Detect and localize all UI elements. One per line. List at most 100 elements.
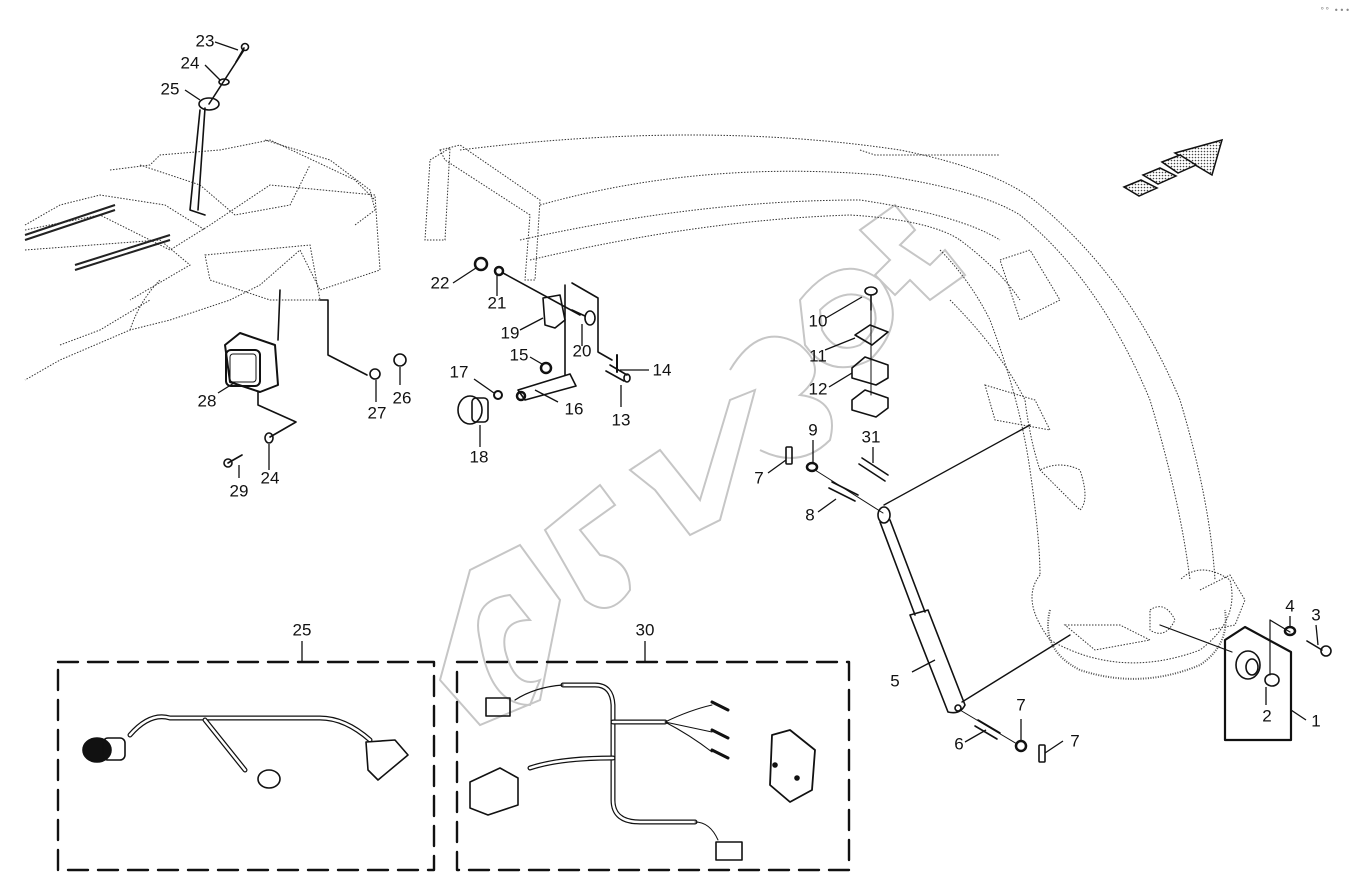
callout-16: 15 [509,345,529,365]
callout-4: 4 [1285,596,1295,616]
part-7-roll-pin-lower [1038,744,1046,763]
watermark-letter-n [858,203,967,302]
direction-arrow-icon [1122,138,1224,197]
part-12-clamp-plate [854,324,889,346]
callout-27: 26 [392,388,412,408]
kit-31-multipin-connector-icon [469,767,519,816]
callout-26: 25 [160,79,180,99]
callout-6: 6 [954,734,964,754]
callout-12: 11 [809,346,827,366]
watermark-hexagon-icon [438,543,562,727]
part-21-carriage-bolt [571,309,596,326]
part-18-retaining-ring [493,390,503,400]
part-9-pin-upper [814,469,884,514]
leader-26b [197,107,206,211]
kit-30-round-connector-body [102,737,126,761]
part-1-mounting-plate [1159,624,1293,742]
part-10-washer-upper [805,461,819,473]
callout-24-top: 23 [195,31,215,51]
fender-gear-ring [1047,609,1227,680]
callout-19: 18 [469,447,489,467]
leader-29 [257,289,297,438]
part-20-bracket [542,294,566,329]
callout-25-top: 24 [180,53,200,73]
part-26-reflector [198,97,220,111]
callout-24-bottom: 29 [229,481,249,501]
callout-7-lower: 7 [1070,731,1080,751]
assembly-line-21 [502,272,581,316]
part-25-washer-bottom [264,432,274,444]
leader-28 [319,299,368,376]
callout-13: 12 [808,379,828,399]
callout-31: 30 [635,620,655,640]
kit-31-small-connector-icon [485,697,511,717]
corner-mark: °° ••• [1320,6,1351,15]
main-fender [424,134,1246,664]
callout-14: 13 [611,410,631,430]
kit-31-harness [469,682,816,861]
part-16-washer [539,361,553,375]
callout-29: 28 [197,391,217,411]
left-frame [24,139,381,381]
part-5-gas-strut [877,424,1071,714]
kit-31-small-connector-2-icon [715,841,743,861]
part-6-pin-lower [959,709,1018,745]
part-23-nut [473,256,489,272]
part-17-shaft [515,373,577,402]
kit-30-boundary [56,660,436,872]
callout-3: 3 [1311,605,1321,625]
part-4-washer [1283,625,1297,637]
callout-25-bottom: 24 [260,468,280,488]
callout-21: 20 [572,341,592,361]
part-24-screw-bottom [223,454,243,468]
callout-5: 5 [890,671,900,691]
callout-20: 19 [500,323,520,343]
callout-9: 8 [805,505,815,525]
callout-36: 31 [861,427,881,447]
part-7-roll-pin-upper [785,446,793,465]
part-29-lamp [224,332,279,393]
callout-30: 25 [292,620,312,640]
watermark-swirl-icon [477,593,542,707]
part-22-washer [493,265,505,277]
part-14-pin [605,364,631,383]
left-frame-ribs [24,204,171,271]
callout-10: 9 [808,420,818,440]
kit-30-round-connector-icon [82,737,112,763]
watermark [438,203,967,727]
kit-30-block-connector-icon [365,739,409,781]
callout-17: 16 [564,399,584,419]
part-2-bushing [1264,673,1280,687]
callout-23: 22 [430,273,450,293]
callout-22: 21 [487,293,507,313]
part-3-bolt [1306,640,1332,657]
callout-1: 1 [1311,711,1321,731]
kit-30-harness [82,714,409,789]
callout-18: 17 [449,362,469,382]
callout-11: 10 [808,311,828,331]
part-28-washer [369,368,381,380]
callout-7-upper: 7 [754,468,764,488]
watermark-letter-i [628,388,757,537]
kit-31-boundary [455,660,851,872]
leader-14 [571,282,613,361]
leader-lines [184,41,1319,754]
part-19-knob [457,395,489,425]
callout-15: 14 [652,360,672,380]
watermark-letter-b [543,483,632,609]
part-11-clamp-bolt [864,286,878,311]
part-27-nut [393,353,407,367]
kit-31-lamp-icon [769,729,816,803]
part-25-washer-top [218,78,230,86]
part-36-pin [858,457,889,482]
callout-8: 7 [1016,695,1026,715]
leader-26 [189,109,206,216]
assembly-line-26 [208,49,245,105]
callout-2: 2 [1262,706,1272,726]
part-13-clamp-halves [851,356,889,418]
part-8-washer-lower [1014,739,1028,753]
watermark-letter-z [729,335,833,459]
callout-28: 27 [367,403,387,423]
